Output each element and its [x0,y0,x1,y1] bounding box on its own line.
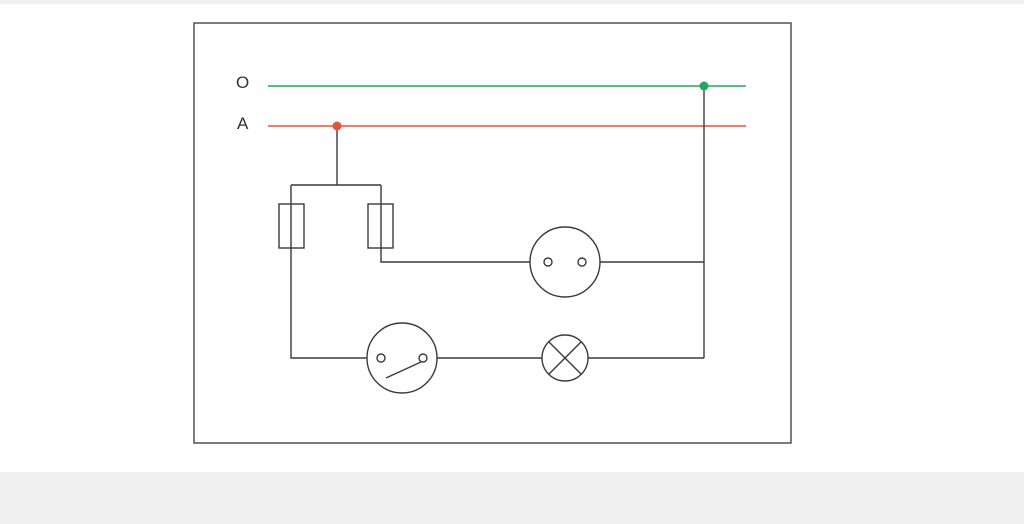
wire-fuse-to-switch [290,248,368,359]
wire-fuse-to-socket [380,248,531,263]
lamp-icon [541,334,589,382]
junction-dot-icon [699,81,709,91]
diagram-frame [193,22,792,444]
line-a-label: A [237,114,249,133]
diagram-canvas [0,4,1024,472]
top-strip [0,0,1024,4]
wires [290,86,705,359]
socket-icon [529,226,601,298]
line-o-label: O [236,73,249,92]
switch-icon [366,322,438,394]
bottom-bar [0,472,1024,524]
junction-dot-icon [332,121,342,131]
